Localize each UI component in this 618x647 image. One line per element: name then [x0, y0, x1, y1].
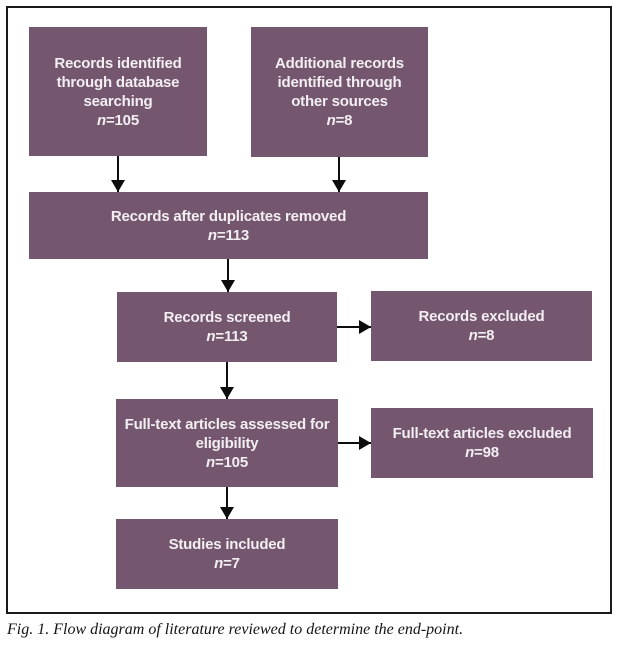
- box-fulltext-assessed: Full-text articles assessed for eligibil…: [116, 399, 338, 487]
- count-value: =98: [474, 444, 499, 461]
- box-text-line: Full-text articles assessed for: [124, 415, 330, 433]
- box-text-line: searching: [83, 92, 153, 110]
- box-studies-included: Studies included n=7: [116, 519, 338, 589]
- box-count-line: n=8: [275, 111, 404, 130]
- count-value: =113: [216, 226, 250, 244]
- box-additional-records-text: Additional records identified through ot…: [275, 54, 404, 130]
- arrow-screened-to-excluded: [337, 326, 371, 328]
- box-records-excluded-text: Records excluded n=8: [418, 307, 544, 345]
- n-symbol: n: [207, 226, 217, 244]
- box-records-screened-text: Records screened n=113: [164, 308, 291, 346]
- box-text-line: Records identified: [54, 54, 182, 72]
- box-text-line: Studies included: [168, 536, 286, 553]
- box-count-line: n=113: [164, 327, 291, 346]
- arrow-duplicates-to-screened: [227, 259, 229, 292]
- box-text-line: identified through: [277, 74, 402, 91]
- box-additional-records: Additional records identified through ot…: [251, 27, 428, 157]
- box-duplicates-removed: Records after duplicates removed n=113: [29, 192, 428, 259]
- arrow-assessed-to-included: [226, 487, 228, 519]
- box-studies-included-text: Studies included n=7: [169, 535, 286, 573]
- box-records-identified: Records identified through database sear…: [29, 27, 207, 156]
- n-symbol: n: [206, 328, 216, 345]
- box-count-line: n=98: [393, 443, 572, 462]
- box-records-identified-text: Records identified through database sear…: [54, 54, 181, 130]
- box-text-line: eligibility: [195, 434, 259, 452]
- box-text-line: other sources: [291, 93, 388, 110]
- box-count-line: n=113: [111, 226, 346, 245]
- count-value: =113: [215, 328, 248, 345]
- box-fulltext-excluded: Full-text articles excluded n=98: [371, 408, 593, 478]
- count-value: =7: [223, 555, 240, 572]
- box-count-line: n=105: [54, 111, 181, 130]
- box-count-line: n=7: [169, 554, 286, 573]
- box-records-screened: Records screened n=113: [117, 292, 337, 362]
- box-fulltext-excluded-text: Full-text articles excluded n=98: [393, 424, 572, 462]
- count-value: =8: [477, 327, 495, 344]
- arrow-assessed-to-ft-excluded: [338, 442, 371, 444]
- n-symbol: n: [326, 112, 336, 129]
- n-symbol: n: [97, 111, 106, 129]
- n-symbol: n: [465, 444, 475, 461]
- n-symbol: n: [206, 453, 215, 471]
- box-text-line: Records excluded: [418, 308, 545, 325]
- box-text-line: Full-text articles excluded: [392, 425, 572, 442]
- figure-caption: Fig. 1. Flow diagram of literature revie…: [7, 621, 464, 638]
- arrow-additional-to-duplicates: [338, 157, 340, 192]
- n-symbol: n: [214, 555, 224, 572]
- box-text-line: Records after duplicates removed: [110, 207, 347, 225]
- arrow-screened-to-assessed: [226, 362, 228, 399]
- box-text-line: through database: [56, 73, 180, 91]
- box-duplicates-removed-text: Records after duplicates removed n=113: [110, 207, 347, 245]
- arrow-identified-to-duplicates: [117, 156, 119, 192]
- box-count-line: n=8: [418, 326, 544, 345]
- box-records-excluded: Records excluded n=8: [371, 291, 592, 361]
- n-symbol: n: [468, 327, 478, 344]
- count-value: =105: [105, 111, 139, 129]
- count-value: =8: [335, 112, 353, 129]
- box-text-line: Additional records: [275, 55, 404, 72]
- box-fulltext-assessed-text: Full-text articles assessed for eligibil…: [125, 415, 330, 472]
- box-count-line: n=105: [125, 453, 330, 472]
- box-text-line: Records screened: [163, 309, 291, 326]
- count-value: =105: [214, 453, 248, 471]
